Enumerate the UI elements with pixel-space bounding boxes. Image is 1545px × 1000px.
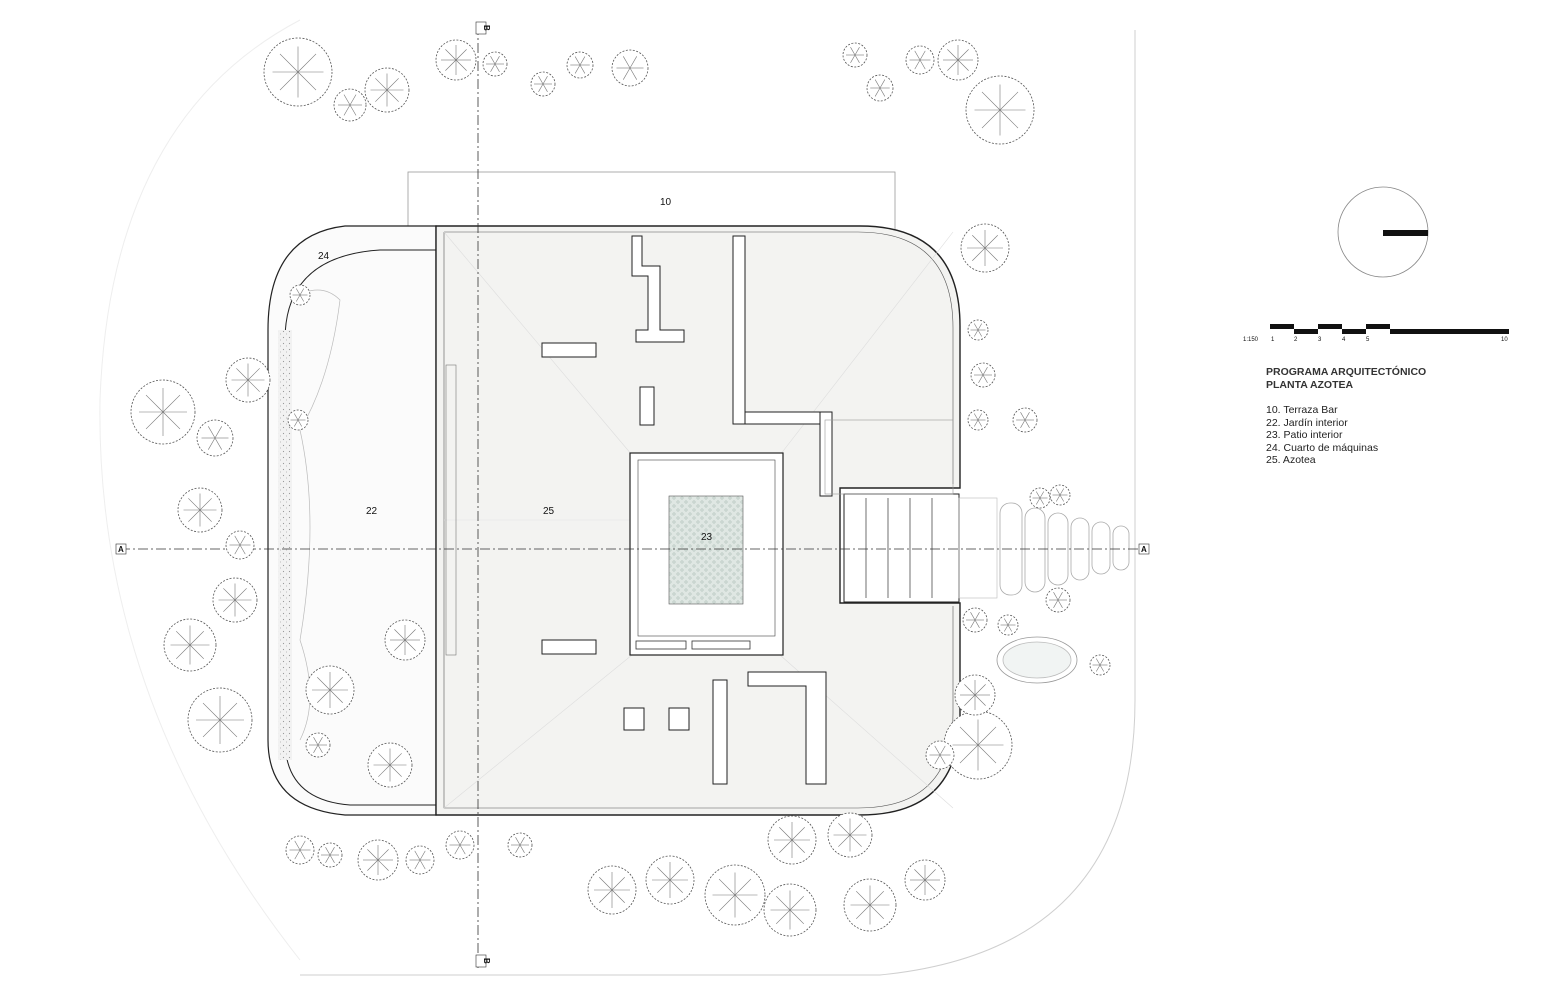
- legend-item: 22. Jardín interior: [1266, 416, 1348, 429]
- shrub-icon: [925, 740, 955, 770]
- tree-icon: [364, 67, 410, 113]
- legend-item: 23. Patio interior: [1266, 429, 1343, 441]
- tree-icon: [645, 855, 695, 905]
- interior-patio: [629, 452, 784, 656]
- shrub-icon: [530, 71, 556, 97]
- legend-item: 10. Terraza Bar: [1266, 404, 1338, 416]
- tree-icon: [130, 379, 196, 445]
- shrub-icon: [611, 49, 649, 87]
- tree-icon: [767, 815, 817, 865]
- tree-icon: [943, 710, 1013, 780]
- north-arrow-icon: [1337, 186, 1429, 278]
- label-machine-room: 24: [318, 251, 330, 262]
- label-garden: 22: [366, 506, 378, 517]
- graphic-scale: 1:150 1 2 3 4 5 10: [1243, 324, 1509, 343]
- legend-item: 25. Azotea: [1266, 454, 1316, 466]
- shrub-icon: [866, 74, 894, 102]
- tree-icon: [704, 864, 766, 926]
- shrub-icon: [967, 409, 989, 431]
- shrub-icon: [1012, 407, 1038, 433]
- scale-tick-10: 10: [1501, 337, 1508, 343]
- shrub-icon: [1045, 587, 1071, 613]
- shrub-icon: [905, 45, 935, 75]
- shrub-icon: [317, 842, 343, 868]
- tree-icon: [954, 674, 996, 716]
- tree-icon: [763, 883, 817, 937]
- shrub-icon: [445, 830, 475, 860]
- shrub-icon: [287, 409, 309, 431]
- tree-icon: [384, 619, 426, 661]
- tree-icon: [965, 75, 1035, 145]
- tree-icon: [357, 839, 399, 881]
- scale-tick-1: 1: [1271, 337, 1275, 343]
- tree-icon: [367, 742, 413, 788]
- tree-icon: [187, 687, 253, 753]
- stepping-stones: [996, 502, 1130, 684]
- tree-icon: [960, 223, 1010, 273]
- tree-icon: [843, 878, 897, 932]
- shrub-icon: [333, 88, 367, 122]
- shrub-icon: [305, 732, 331, 758]
- tree-icon: [225, 357, 271, 403]
- section-a-left-label: A: [118, 545, 124, 554]
- scale-tick-3: 3: [1318, 337, 1322, 343]
- shrub-icon: [289, 284, 311, 306]
- shrub-icon: [962, 607, 988, 633]
- section-b-bottom-label: B: [482, 958, 491, 964]
- shrub-icon: [997, 614, 1019, 636]
- legend-title: PROGRAMA ARQUITECTÓNICO: [1266, 366, 1427, 378]
- shrub-icon: [566, 51, 594, 79]
- tree-icon: [212, 577, 258, 623]
- shrub-icon: [967, 319, 989, 341]
- vegetation: [130, 37, 1111, 937]
- scale-tick-4: 4: [1342, 337, 1346, 343]
- tree-icon: [937, 39, 979, 81]
- shrub-icon: [1049, 484, 1071, 506]
- room-labels: 10 22 23 24 25: [318, 197, 713, 543]
- label-roof: 25: [543, 506, 555, 517]
- tree-icon: [435, 39, 477, 81]
- section-b-top-label: B: [482, 25, 491, 31]
- tree-icon: [587, 865, 637, 915]
- site-boundary: [99, 19, 1136, 976]
- shrub-icon: [225, 530, 255, 560]
- stair: [824, 419, 998, 603]
- label-patio: 23: [701, 532, 713, 543]
- shrub-icon: [196, 419, 234, 457]
- shrub-icon: [1089, 654, 1111, 676]
- scale-ratio: 1:150: [1243, 337, 1259, 343]
- shrub-icon: [405, 845, 435, 875]
- tree-icon: [904, 859, 946, 901]
- section-a-right-label: A: [1141, 545, 1147, 554]
- tree-icon: [177, 487, 223, 533]
- shrub-icon: [842, 42, 868, 68]
- tree-icon: [827, 812, 873, 858]
- interior-walls: [541, 235, 833, 785]
- scale-tick-2: 2: [1294, 337, 1298, 343]
- tree-icon: [163, 618, 217, 672]
- legend-subtitle: PLANTA AZOTEA: [1266, 378, 1354, 391]
- shrub-icon: [1029, 487, 1051, 509]
- legend-item: 24. Cuarto de máquinas: [1266, 441, 1379, 454]
- tree-icon: [263, 37, 333, 107]
- legend-panel: PROGRAMA ARQUITECTÓNICO PLANTA AZOTEA 10…: [1266, 366, 1426, 467]
- shrub-icon: [970, 362, 996, 388]
- section-markers: A A B B: [115, 21, 1150, 968]
- label-terrace: 10: [660, 197, 672, 208]
- scale-tick-5: 5: [1366, 337, 1370, 343]
- shrub-icon: [285, 835, 315, 865]
- shrub-icon: [482, 51, 508, 77]
- section-lines: [120, 25, 1145, 968]
- interior-garden: [267, 225, 437, 816]
- tree-icon: [305, 665, 355, 715]
- terrace-bar: [407, 171, 896, 401]
- legend-list: 10. Terraza Bar 22. Jardín interior 23. …: [1266, 404, 1426, 467]
- shrub-icon: [507, 832, 533, 858]
